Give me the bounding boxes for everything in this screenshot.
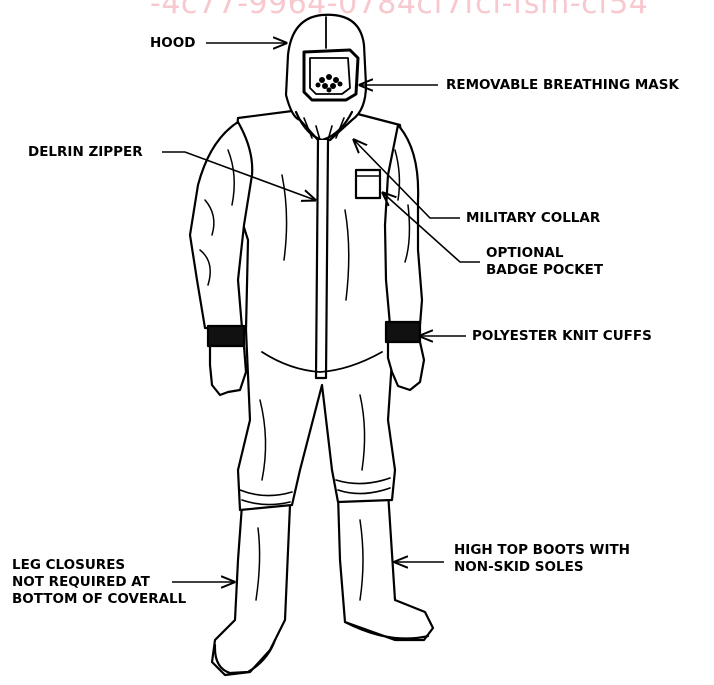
badge-pocket — [356, 170, 380, 198]
left-boot — [212, 505, 290, 675]
label-leg-line1: LEG CLOSURES — [12, 557, 186, 574]
right-cuff — [386, 322, 420, 342]
label-leg-closures: LEG CLOSURES NOT REQUIRED AT BOTTOM OF C… — [12, 557, 186, 608]
label-badge-pocket-line2: BADGE POCKET — [486, 262, 603, 279]
label-leg-line3: BOTTOM OF COVERALL — [12, 591, 186, 608]
label-delrin-zipper: DELRIN ZIPPER — [28, 144, 143, 161]
label-breathing-mask: REMOVABLE BREATHING MASK — [446, 77, 679, 94]
left-glove — [210, 346, 246, 395]
label-knit-cuffs: POLYESTER KNIT CUFFS — [472, 328, 652, 345]
left-cuff — [208, 326, 244, 346]
label-hood: HOOD — [150, 35, 195, 52]
label-leg-line2: NOT REQUIRED AT — [12, 574, 186, 591]
label-military-collar: MILITARY COLLAR — [466, 210, 600, 227]
label-high-top-boots: HIGH TOP BOOTS WITH NON-SKID SOLES — [454, 542, 630, 576]
label-badge-pocket-line1: OPTIONAL — [486, 245, 603, 262]
label-boots-line2: NON-SKID SOLES — [454, 559, 630, 576]
label-badge-pocket: OPTIONAL BADGE POCKET — [486, 245, 603, 279]
right-boot — [338, 492, 433, 640]
left-sleeve — [190, 122, 252, 328]
right-glove — [388, 342, 424, 390]
delrin-zipper — [316, 140, 328, 378]
label-boots-line1: HIGH TOP BOOTS WITH — [454, 542, 630, 559]
